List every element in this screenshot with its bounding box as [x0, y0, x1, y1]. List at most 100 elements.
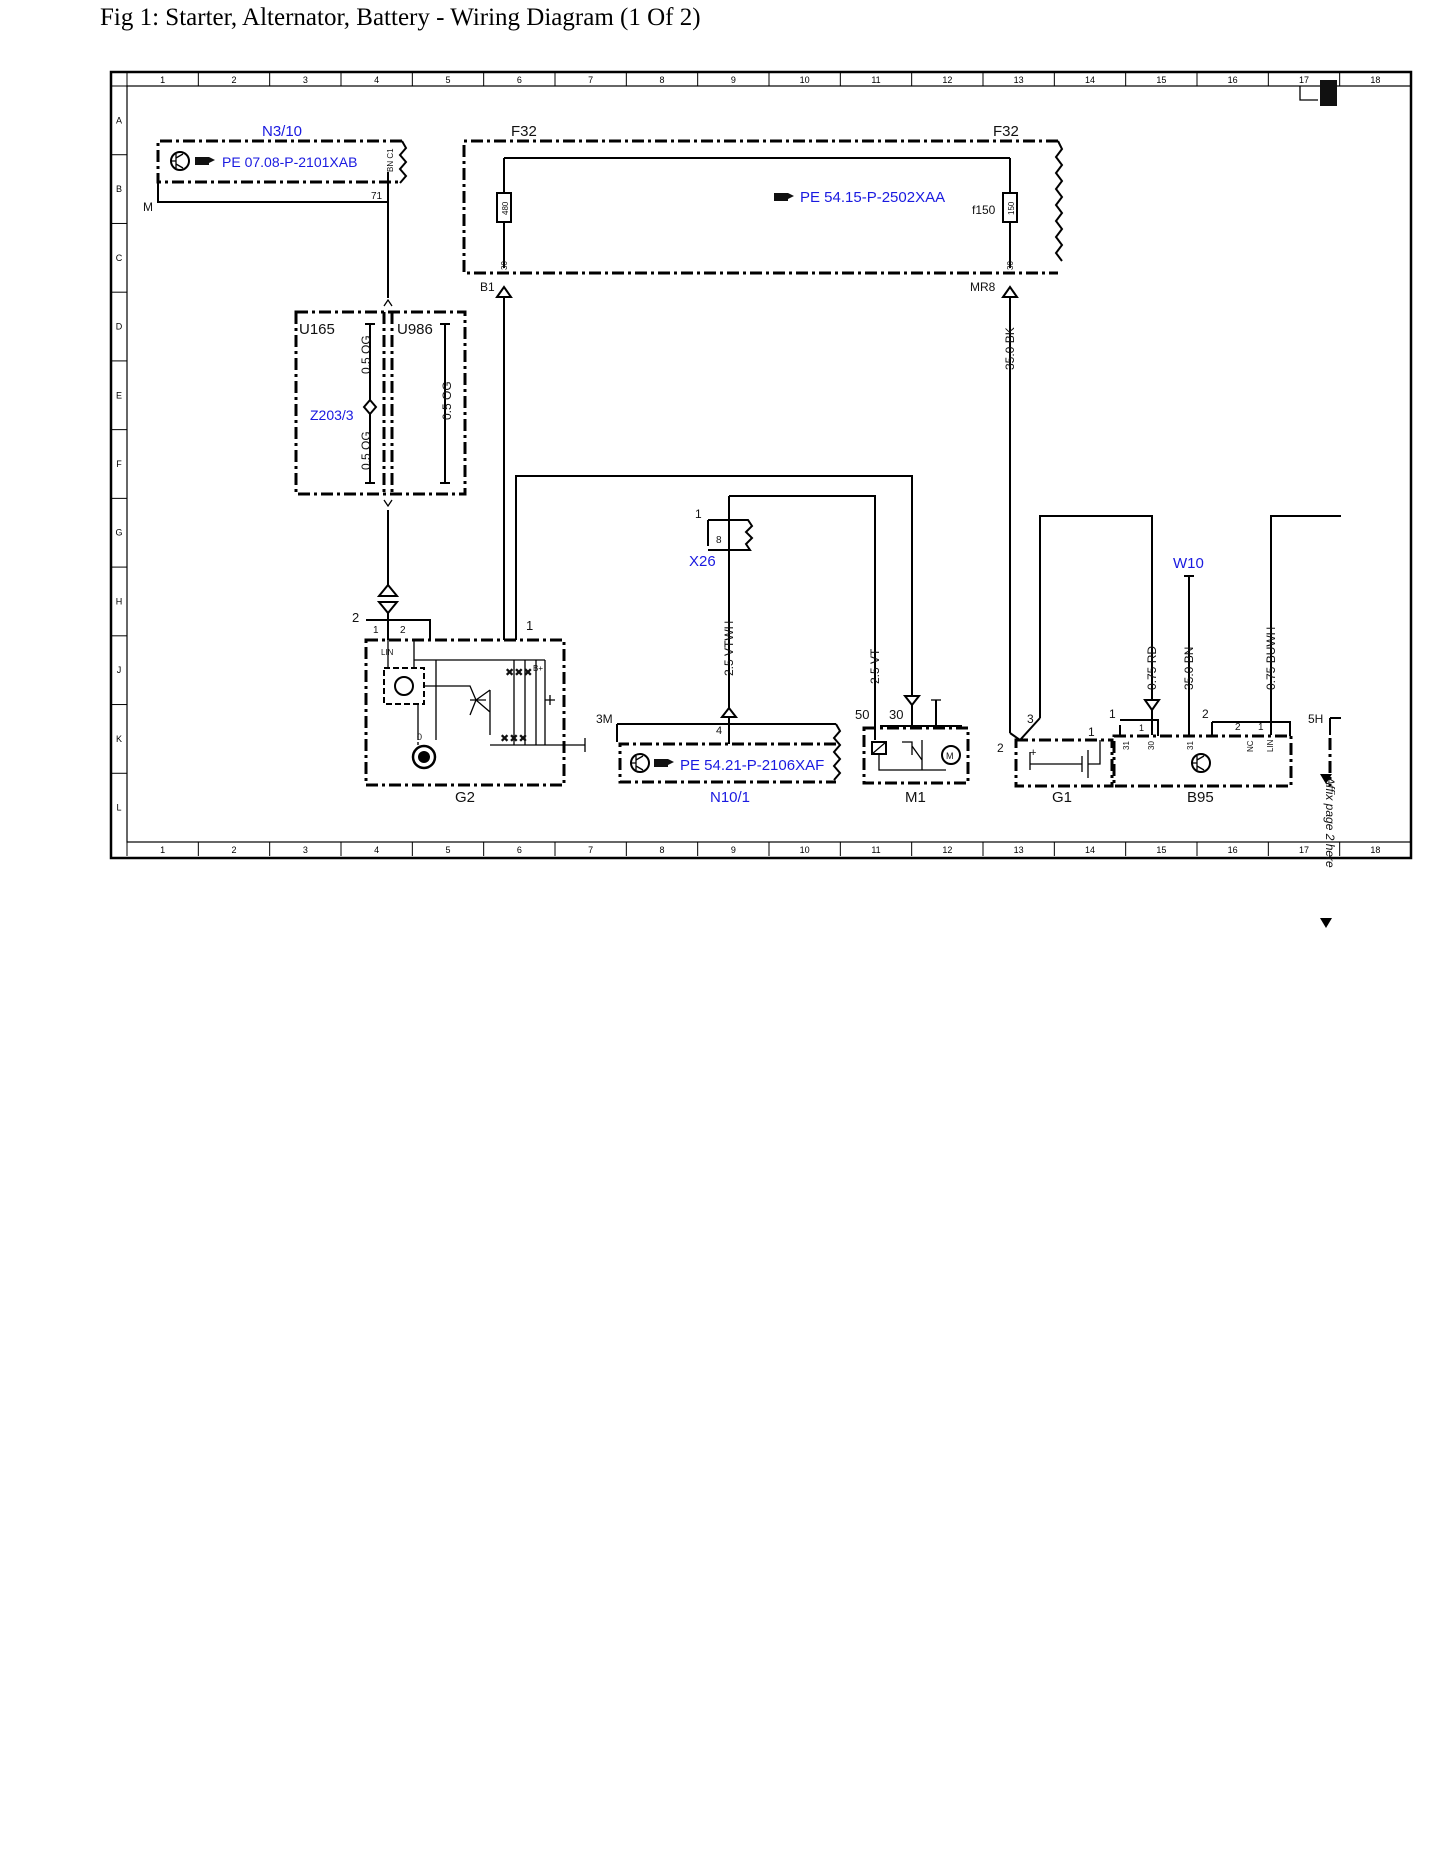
grid-row-label: G [115, 528, 122, 538]
m1-pin-30: 30 [889, 707, 903, 722]
corner-mark [1320, 80, 1337, 106]
grid-column-label: 1 [160, 75, 165, 85]
grid-column-label: 2 [231, 75, 236, 85]
component-w10: W10 35.0 BN [1173, 555, 1204, 735]
f32-left-label: F32 [511, 123, 537, 140]
grid-column-label: 4 [374, 75, 379, 85]
grid-column-label: 6 [517, 75, 522, 85]
component-x26: 1 8 X26 2.5 VTWH 2.5 VT [689, 495, 882, 712]
grid-column-label: 14 [1085, 75, 1095, 85]
g1-pin-3: 3 [1027, 712, 1034, 726]
g2-pin-1: 1 [526, 618, 533, 633]
grid-column-label: 8 [659, 75, 664, 85]
n3-10-pin-conn: BN C1 [386, 148, 395, 172]
reference-hand-icon [774, 193, 794, 201]
grid-row-label: F [116, 459, 122, 469]
grid-column-label: 13 [1014, 75, 1024, 85]
f32-right-label: F32 [993, 123, 1019, 140]
grid-column-label: 10 [800, 75, 810, 85]
grid-row-label: E [116, 390, 122, 400]
component-b95: 1 2 1 2 1 31 30 31 NC LIN B95 [1109, 707, 1293, 806]
grid-column-label: 3 [303, 75, 308, 85]
diagram-inner-frame [126, 85, 1412, 843]
grid-row-label: D [116, 322, 123, 332]
grid-column-label: 12 [942, 845, 952, 855]
b95-pin-1: 1 [1109, 707, 1116, 721]
x26-pin-8: 8 [716, 535, 722, 546]
g1-pin-1: 1 [1088, 725, 1095, 739]
component-n10-1: 3M 4 PE 54.21-P-2106XAF N10/1 [596, 706, 842, 806]
component-g2: 2 1 1 2 LIN B+ ✖✖✖ ✖✖✖ 0 G2 [352, 610, 586, 806]
grid-column-label: 18 [1370, 845, 1380, 855]
f32-fuse-label: f150 [972, 203, 996, 217]
grid-column-label: 3 [303, 845, 308, 855]
grid-row-label: H [116, 596, 123, 606]
wire-rd: 0.75 RD [1145, 646, 1159, 690]
g1-pin-2: 2 [997, 741, 1004, 755]
grid-column-label: 9 [731, 845, 736, 855]
g1-label: G1 [1052, 789, 1072, 806]
g2-zero: 0 [417, 732, 422, 742]
svg-text:150: 150 [1007, 201, 1016, 215]
b95-sub-1: 1 [1139, 723, 1144, 733]
w10-label: W10 [1173, 555, 1204, 572]
grid-row-label: C [116, 253, 123, 263]
conn-5h-label: 5H [1308, 712, 1323, 726]
svg-text:1: 1 [1258, 722, 1264, 733]
svg-text:✖✖✖: ✖✖✖ [500, 733, 528, 745]
diagram-frame [109, 70, 1413, 860]
conn-b1: B1 [480, 280, 495, 294]
svg-text:✖✖✖: ✖✖✖ [505, 667, 533, 679]
affix-arrow-bottom [1320, 918, 1332, 928]
grid-row-label: K [116, 734, 122, 744]
component-n3-10: N3/10 PE 07.08-P-2101XAB BN C1 71 M [143, 123, 408, 298]
affix-note: Affix page 2 here [1323, 776, 1337, 868]
grid-column-label: 2 [231, 845, 236, 855]
g2-field-icon [411, 744, 437, 770]
grid-row-label: L [116, 803, 121, 813]
u986-label: U986 [397, 321, 433, 338]
n10-1-label: N10/1 [710, 789, 750, 806]
figure-title: Fig 1: Starter, Alternator, Battery - Wi… [100, 4, 701, 31]
wire-vt: 2.5 VT [868, 648, 882, 684]
grid-column-label: 5 [445, 845, 450, 855]
svg-text:480: 480 [501, 201, 510, 215]
affix-arrow-top [1320, 774, 1332, 784]
wire-bn35: 35.0 BN [1182, 647, 1196, 690]
grid-row-label: A [116, 115, 122, 125]
grid-column-label: 16 [1228, 845, 1238, 855]
g2-label: G2 [455, 789, 475, 806]
conn-mr8: MR8 [970, 280, 996, 294]
fuse-150 [1002, 192, 1018, 223]
x26-label: X26 [689, 553, 716, 570]
g2-bplus: B+ [533, 664, 543, 673]
transistor-icon [630, 753, 650, 773]
b95-pin-2: 2 [1202, 707, 1209, 721]
g2-pin-2: 2 [352, 610, 359, 625]
grid-column-label: 17 [1299, 845, 1309, 855]
n3-10-reference: PE 07.08-P-2101XAB [222, 154, 357, 170]
wire-og-2: 0.5 OG [359, 431, 373, 470]
grid-column-label: 5 [445, 75, 450, 85]
grid-column-label: 13 [1014, 845, 1024, 855]
transistor-icon [170, 151, 190, 171]
grid-column-ticks: 1122334455667788991010111112121313141415… [126, 72, 1380, 856]
grid-column-label: 18 [1370, 75, 1380, 85]
wire-og-3: 0.5 OG [440, 381, 454, 420]
grid-column-label: 15 [1156, 75, 1166, 85]
g1-plus: + [1030, 747, 1036, 759]
n3-10-pin: 71 [371, 191, 383, 202]
n3-10-label: N3/10 [262, 123, 302, 140]
wire-vtwh: 2.5 VTWH [722, 621, 736, 676]
x26-pin-1: 1 [695, 507, 702, 521]
g2-sub-1: 1 [373, 625, 379, 636]
grid-column-label: 1 [160, 845, 165, 855]
z203-3-label: Z203/3 [310, 407, 354, 423]
b95-p30: 30 [1147, 741, 1156, 750]
grid-column-label: 12 [942, 75, 952, 85]
f32-right-pin: 30 [1006, 261, 1015, 270]
component-f32: F32 F32 480 30 150 30 f150 PE 54.15-P-25… [462, 123, 1064, 298]
wire-og-1: 0.5 OG [359, 335, 373, 374]
u165-label: U165 [299, 321, 335, 338]
